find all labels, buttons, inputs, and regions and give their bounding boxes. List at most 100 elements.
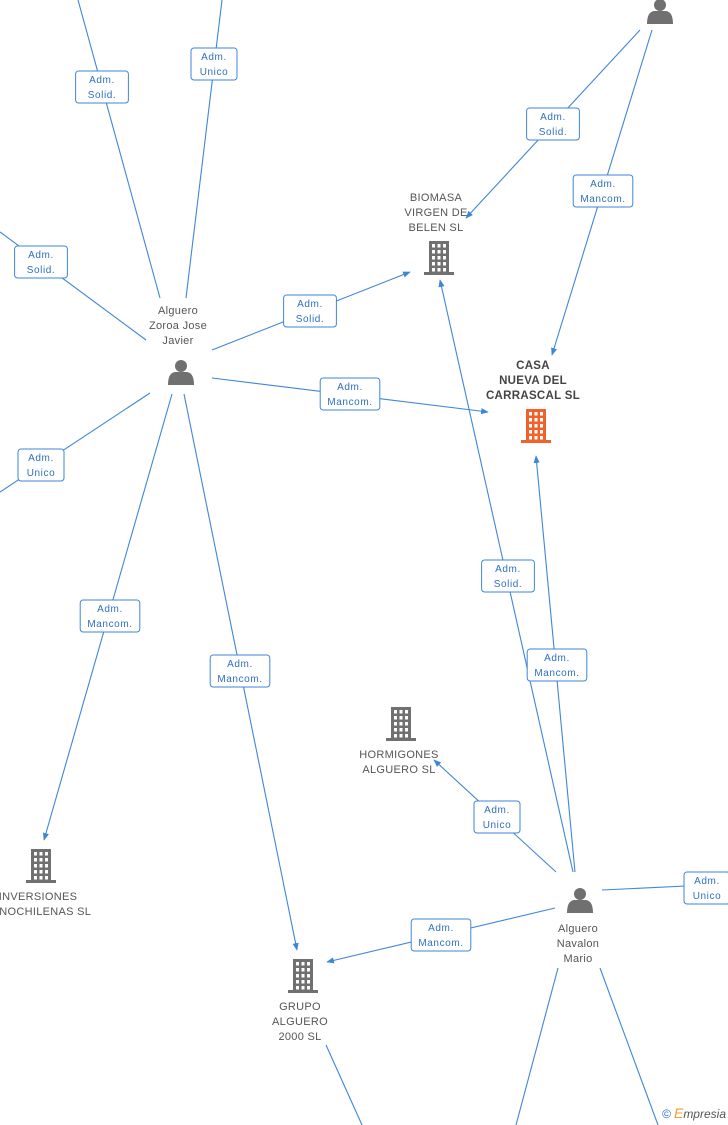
- node-label-line: VIRGEN DE: [404, 207, 467, 219]
- person-icon: [168, 360, 194, 385]
- relation-box: [319, 377, 381, 411]
- node-label-line: BIOMASA: [410, 192, 463, 204]
- relation-label-r2[interactable]: Adm. Unico: [190, 47, 238, 81]
- relation-text-line: Solid.: [494, 579, 523, 590]
- relation-text-line: Adm.: [28, 453, 54, 464]
- node-label-line: ALGUERO SL: [362, 764, 435, 776]
- relation-text-line: Mancom.: [534, 668, 579, 679]
- brand-initial: E: [673, 1105, 684, 1121]
- relation-box: [14, 245, 68, 279]
- brand-footer: ©Empresia: [662, 1105, 726, 1121]
- person-icon: [647, 0, 673, 24]
- edge-line-17: [599, 967, 659, 1125]
- node-label-line: Mario: [563, 953, 592, 965]
- relation-label-r9[interactable]: Adm. Solid.: [526, 107, 580, 141]
- relation-label-r4[interactable]: Adm. Unico: [17, 448, 65, 482]
- node-label-line: Javier: [162, 335, 193, 347]
- relation-text-line: Solid.: [296, 314, 325, 325]
- relation-text-line: Unico: [200, 67, 229, 78]
- node-label-line: ALGUERO: [272, 1016, 328, 1028]
- relation-label-r7[interactable]: Adm. Mancom.: [79, 599, 141, 633]
- node-label-line: Alguero: [558, 923, 598, 935]
- node-label-line: INVERSIONES: [0, 891, 77, 903]
- edge-line-2: [185, 0, 223, 299]
- relation-text-line: Unico: [27, 468, 56, 479]
- relation-text-line: Adm.: [337, 382, 363, 393]
- relation-label-r8[interactable]: Adm.Mancom.: [209, 654, 271, 688]
- relation-label-r15[interactable]: Adm. Unico: [683, 871, 728, 905]
- relation-text-line: Adm.: [28, 250, 54, 261]
- edge-line-18: [325, 1044, 363, 1125]
- building-icon: [424, 241, 454, 275]
- relation-box: [75, 70, 129, 104]
- relation-text-line: Unico: [483, 820, 512, 831]
- node-label-line: HORMIGONES: [359, 749, 438, 761]
- node-inversiones[interactable]: INVERSIONES PANOCHILENAS SL: [0, 849, 91, 918]
- relation-text-line: Adm.: [694, 876, 720, 887]
- node-label-line: GRUPO: [279, 1001, 321, 1013]
- building-icon: [386, 707, 416, 741]
- node-hormigones[interactable]: HORMIGONES ALGUERO SL: [359, 707, 438, 776]
- relation-text-line: Adm.: [97, 604, 123, 615]
- building-icon: [521, 409, 551, 443]
- relation-text-line: Mancom.: [418, 938, 463, 949]
- relation-box: [17, 448, 65, 482]
- relation-text-line: Solid.: [539, 127, 568, 138]
- node-label-line: Navalon: [557, 938, 599, 950]
- relation-text-line: Unico: [693, 891, 722, 902]
- relation-box: [473, 800, 521, 834]
- relation-label-r5[interactable]: Adm. Solid.: [283, 294, 337, 328]
- relation-text-line: Mancom.: [87, 619, 132, 630]
- copyright-symbol: ©: [662, 1107, 671, 1121]
- relation-text-line: Adm.: [297, 299, 323, 310]
- node-label-line: PANOCHILENAS SL: [0, 906, 91, 918]
- relation-label-r12[interactable]: Adm. Mancom.: [526, 648, 588, 682]
- node-label-line: Alguero: [158, 305, 198, 317]
- relation-box: [526, 107, 580, 141]
- relation-text-line: Adm.: [544, 653, 570, 664]
- relation-box: [481, 559, 535, 593]
- building-icon: [26, 849, 56, 883]
- relation-text-line: Adm.: [484, 805, 510, 816]
- brand-name: mpresia: [683, 1107, 726, 1121]
- relation-text-line: Adm.: [590, 179, 616, 190]
- relation-text-line: Adm.: [495, 564, 521, 575]
- building-icon: [288, 959, 318, 993]
- relation-label-r10[interactable]: Adm. Mancom.: [572, 174, 634, 208]
- node-topright[interactable]: [647, 0, 673, 24]
- relation-label-r14[interactable]: Adm. Mancom.: [410, 918, 472, 952]
- node-biomasa[interactable]: BIOMASA VIRGEN DE BELEN SL: [404, 192, 467, 275]
- node-label-line: BELEN SL: [409, 222, 464, 234]
- relation-text-line: Adm.: [201, 52, 227, 63]
- relation-box: [526, 648, 588, 682]
- relation-label-r1[interactable]: Adm.Solid.: [75, 70, 129, 104]
- relation-text-line: Adm.: [428, 923, 454, 934]
- relations-layer: Adm.Solid.Adm.UnicoAdm.Solid.Adm.UnicoAd…: [14, 47, 728, 952]
- relation-label-r6[interactable]: Adm. Mancom.: [319, 377, 381, 411]
- node-label-line: CARRASCAL SL: [486, 390, 580, 402]
- relation-label-r11[interactable]: Adm. Solid.: [481, 559, 535, 593]
- relation-box: [209, 654, 271, 688]
- node-label-line: CASA: [516, 360, 550, 372]
- person-icon: [567, 888, 593, 913]
- relation-text-line: Mancom.: [327, 397, 372, 408]
- relation-text-line: Solid.: [27, 265, 56, 276]
- relation-box: [683, 871, 728, 905]
- relation-box: [572, 174, 634, 208]
- relation-box: [283, 294, 337, 328]
- relation-box: [410, 918, 472, 952]
- relation-text-line: Mancom.: [580, 194, 625, 205]
- relation-box: [79, 599, 141, 633]
- relation-label-r3[interactable]: Adm. Solid.: [14, 245, 68, 279]
- edge-line-16: [515, 967, 559, 1125]
- relation-label-r13[interactable]: Adm. Unico: [473, 800, 521, 834]
- edge-line-1: [77, 0, 161, 299]
- relation-text-line: Adm.: [540, 112, 566, 123]
